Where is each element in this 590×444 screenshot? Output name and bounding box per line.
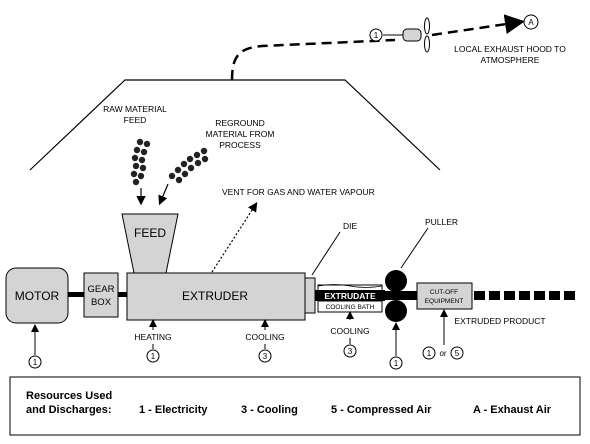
cutoff-label-line2: EQUIPMENT	[425, 298, 464, 305]
cutoff-or-text: or	[439, 349, 446, 358]
reground-label-line3: PROCESS	[219, 140, 261, 150]
extruded-product-label: EXTRUDED PRODUCT	[454, 316, 545, 326]
raw-material-label-line1: RAW MATERIAL	[103, 104, 167, 114]
exhaust-discharge-line	[431, 14, 525, 37]
exhaust-destination-marker: A	[523, 14, 539, 30]
exhaust-fan-icon	[402, 17, 430, 53]
puller-label: PULLER	[425, 217, 458, 227]
exhaust-destination-text: A	[528, 18, 534, 27]
reground-feed-arrow	[158, 183, 169, 206]
puller-leader	[400, 227, 429, 269]
cooling-extruder-utility-text: 3	[263, 352, 268, 361]
feed-hopper	[121, 213, 179, 274]
cooling-extruder-label: COOLING	[245, 332, 284, 342]
raw-material-label-line2: FEED	[124, 115, 147, 125]
extrudate-strip	[315, 290, 385, 301]
reground-label-line2: MATERIAL FROM	[206, 129, 275, 139]
cutoff-label-line1: CUT-OFF	[430, 289, 458, 296]
cutoff-utility-text-a: 1	[427, 349, 432, 358]
puller-utility-marker: 1	[389, 356, 403, 370]
feed-label: FEED	[134, 226, 166, 240]
legend-item-compressed-air: 5 - Compressed Air	[331, 404, 432, 416]
gearbox-label-line1: GEAR	[88, 284, 115, 295]
motor-label: MOTOR	[15, 289, 60, 303]
legend-item-electricity: 1 - Electricity	[139, 404, 208, 416]
puller-bottom-roll	[385, 300, 407, 322]
extruder-box	[126, 272, 306, 321]
exhaust-hood-outline	[29, 79, 441, 171]
exhaust-fan-marker: 1	[369, 28, 383, 42]
die-leader	[311, 231, 341, 276]
heating-label: HEATING	[134, 332, 171, 342]
reground-label-line1: REGROUND	[215, 118, 265, 128]
extrudate-label: EXTRUDATE	[324, 291, 376, 301]
gearbox-coupling	[118, 292, 127, 297]
extruder-label: EXTRUDER	[182, 289, 248, 303]
exhaust-label-line1: LOCAL EXHAUST HOOD TO	[454, 44, 566, 54]
motor-utility-text: 1	[33, 358, 38, 367]
cutoff-utility-marker-a: 1	[422, 346, 436, 360]
gearbox-box	[83, 272, 119, 318]
exhaust-duct	[230, 38, 396, 81]
raw-material-pellets	[130, 138, 151, 186]
gearbox-label-line2: BOX	[91, 297, 112, 308]
exhaust-fan-marker-text: 1	[374, 31, 379, 40]
exhaust-label-line2: ATMOSPHERE	[481, 55, 540, 65]
extruded-product-segments	[474, 291, 575, 300]
legend-title-line2: and Discharges:	[26, 404, 112, 416]
die-label: DIE	[343, 221, 358, 231]
legend-item-cooling: 3 - Cooling	[241, 404, 298, 416]
die-box	[304, 277, 316, 314]
puller-utility-text: 1	[394, 359, 399, 368]
heating-utility-text: 1	[151, 352, 156, 361]
motor-utility-marker: 1	[28, 355, 42, 369]
puller-product-segment	[385, 291, 417, 300]
cooling-bath-utility-marker: 3	[343, 344, 357, 358]
legend-item-exhaust-air: A - Exhaust Air	[473, 404, 552, 416]
cutoff-box	[416, 282, 473, 310]
reground-pellets	[168, 147, 209, 184]
cooling-bath-label: COOLING BATH	[326, 304, 375, 311]
vent-arrow	[211, 201, 258, 273]
cooling-bath-utility-text: 3	[348, 347, 353, 356]
cutoff-utility-marker-b: 5	[450, 346, 464, 360]
cooling-extruder-utility-marker: 3	[258, 349, 272, 363]
cutoff-utility-text-b: 5	[455, 349, 460, 358]
cooling-bath-utility-label: COOLING	[330, 326, 369, 336]
legend-title-line1: Resources Used	[26, 390, 112, 402]
vent-label: VENT FOR GAS AND WATER VAPOUR	[222, 187, 375, 197]
drive-shaft	[68, 292, 84, 297]
legend-box	[9, 376, 581, 436]
puller-top-roll	[385, 270, 407, 292]
heating-utility-marker: 1	[146, 349, 160, 363]
